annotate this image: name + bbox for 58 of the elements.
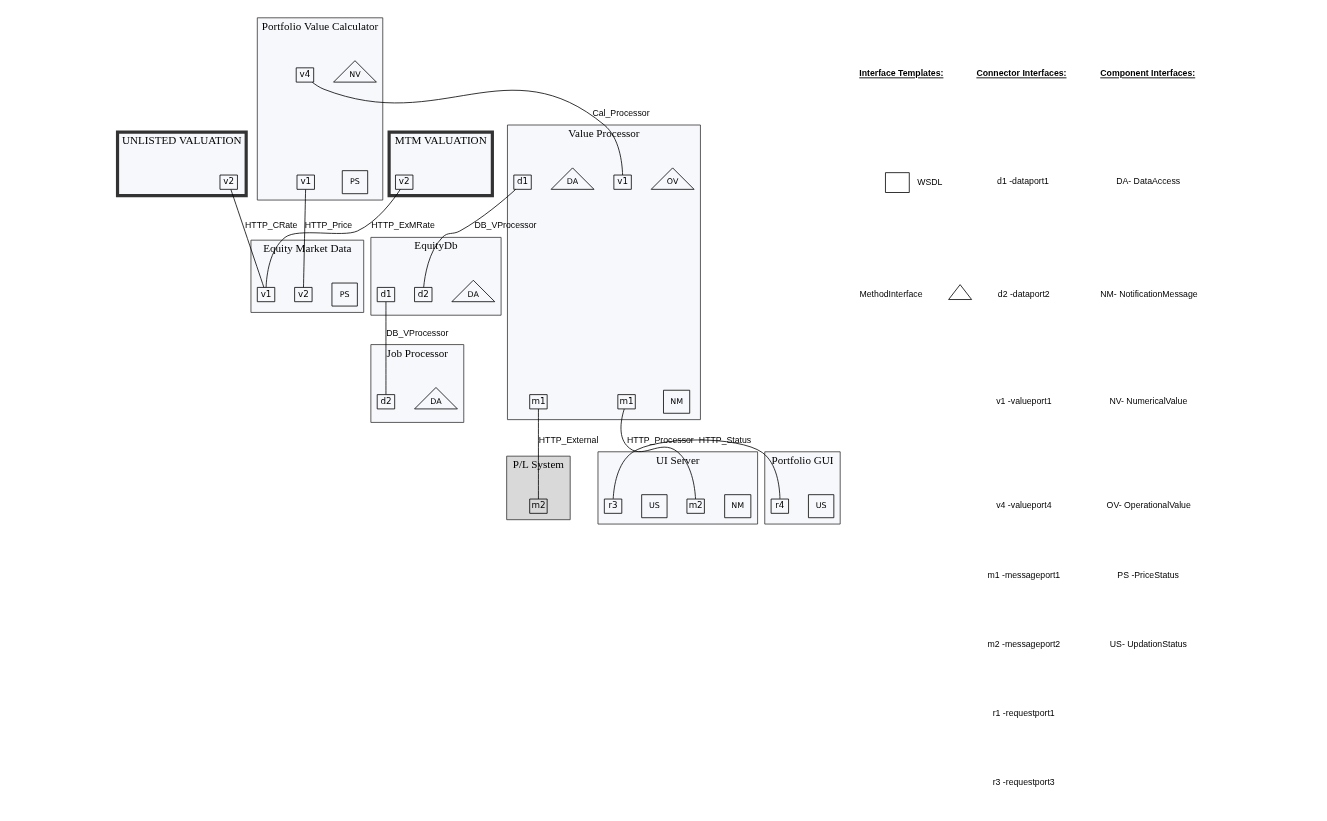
node-box: PS [331,282,358,307]
node-box: US [641,494,668,519]
node-box: NM [663,389,691,414]
node-box: m1 [529,394,548,410]
label: r3 -requestport3 [992,776,1055,787]
node-box: v1 [296,174,315,190]
label: d2 -dataport2 [997,288,1050,299]
node-box: r4 [770,498,789,514]
node-box: d1 [376,287,396,303]
node-box: v2 [294,287,313,303]
connector [303,189,306,288]
node-box: d2 [414,287,433,303]
connector [620,408,696,500]
node-box: d1 [513,174,532,190]
legend-label: MethodInterface [859,288,923,299]
node-box: m2 [686,498,705,514]
connector [230,189,265,288]
node-box: v2 [219,174,238,190]
label: Component Interfaces: [1100,68,1196,79]
edge-label: Cal_Processor [592,108,650,119]
legend-label: WSDL [917,176,943,187]
edge-label: HTTP_ExMRate [371,220,435,231]
label: DA- DataAccess [1116,176,1181,187]
connector [538,408,539,500]
label: Connector Interfaces: [976,68,1067,79]
connector [265,189,401,288]
node-box: r3 [603,498,623,514]
label: Interface Templates: [859,68,944,79]
node-box: d2 [376,394,396,410]
edge-label: HTTP_Processor [626,434,694,445]
label: OV- OperationalValue [1106,500,1191,511]
label: m1 -messageport1 [987,569,1061,580]
connector [612,439,781,500]
label: m2 -messageport2 [987,638,1061,649]
node-box: m2 [529,498,548,514]
label: NV- NumericalValue [1109,395,1188,406]
label: NM- NotificationMessage [1100,288,1198,299]
connector [385,301,387,395]
label: v1 -valueport1 [996,395,1052,406]
node-box: v1 [613,174,632,190]
node-box: v2 [395,174,414,190]
edge-label: HTTP_CRate [245,220,298,231]
node-box: PS [341,170,369,195]
edge-label: DB_VProcessor [386,327,449,338]
label: US- UpdationStatus [1109,638,1187,649]
label: r1 -requestport1 [992,707,1055,718]
edge-label: HTTP_Status [698,434,752,445]
node-box: US [808,494,835,519]
node-box: NM [724,494,752,519]
node-box: v4 [295,67,315,83]
label: PS -PriceStatus [1117,569,1179,580]
label: v4 -valueport4 [996,500,1052,511]
edge-label: HTTP_External [538,434,599,445]
label: d1 -dataport1 [997,176,1049,187]
connector [311,81,623,176]
edge-label: HTTP_Price [304,220,353,231]
node-box: m1 [617,394,636,410]
node-box: v1 [256,287,276,303]
